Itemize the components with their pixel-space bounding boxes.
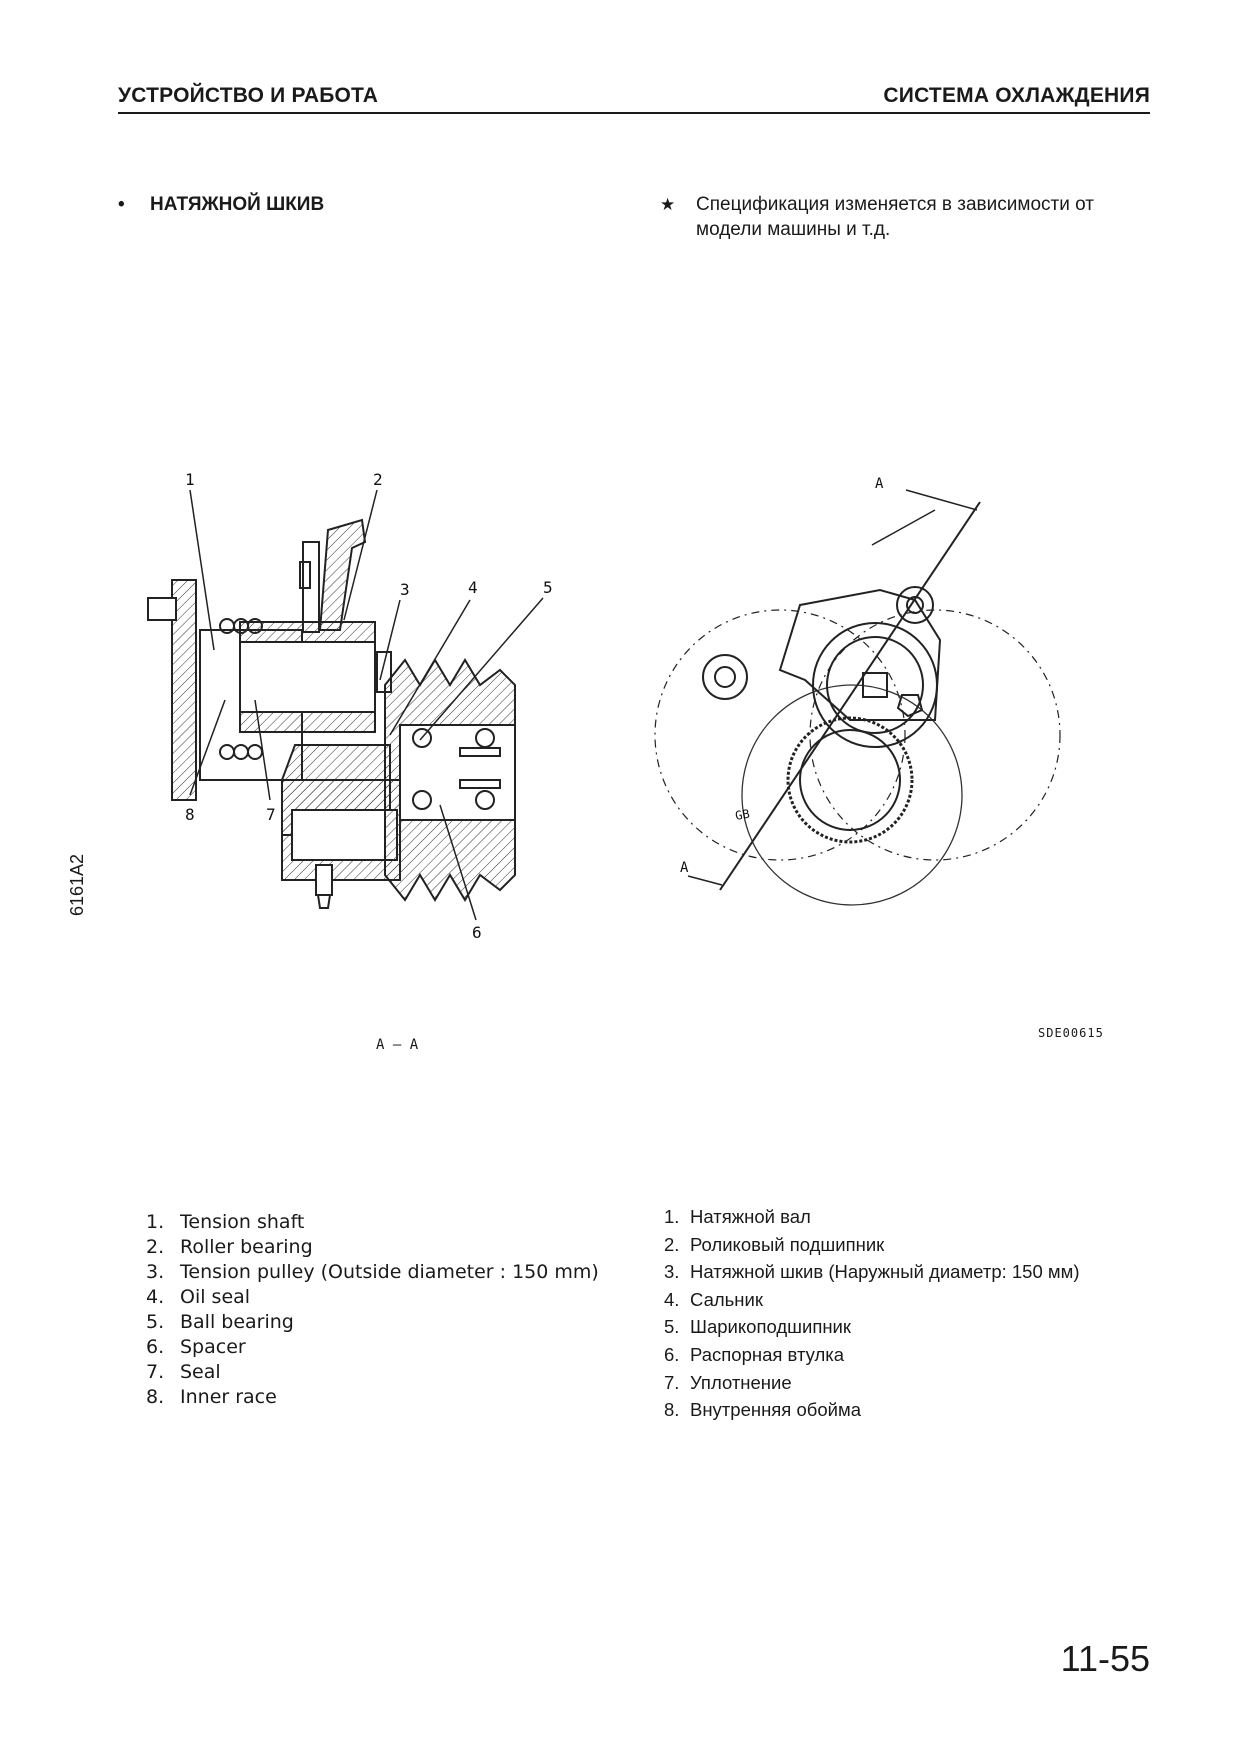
gb-mark: GB [734,807,751,823]
list-item: 8.Inner race [146,1386,277,1408]
callout-labels: 1 2 3 4 5 6 7 8 [185,470,553,942]
section-marker-bottom: A [680,860,689,876]
list-item: 7.Уплотнение [664,1371,792,1393]
list-item: 2.Roller bearing [146,1236,313,1258]
list-item: 4.Oil seal [146,1286,251,1308]
section-title-text: НАТЯЖНОЙ ШКИВ [150,194,325,215]
list-item: 5.Ball bearing [146,1311,294,1333]
drawing-code: SDE00615 [1038,1026,1104,1040]
list-item: 1.Натяжной вал [664,1206,811,1227]
section-marker-top: A [875,476,884,492]
star-icon: ★ [660,195,676,214]
bullet-icon: • [118,194,125,215]
list-item: 6.Spacer [146,1336,246,1358]
page-header: УСТРОЙСТВО И РАБОТА СИСТЕМА ОХЛАЖДЕНИЯ [118,84,1150,114]
callout-2: 2 [373,470,383,489]
callout-6: 6 [472,923,482,942]
callout-7: 7 [266,805,276,824]
spec-note-text: Спецификация изменяется в зависимости от… [696,194,1094,240]
callout-3: 3 [400,580,410,599]
header-chapter-title: УСТРОЙСТВО И РАБОТА [118,84,379,107]
section-heading: • НАТЯЖНОЙ ШКИВ [118,194,324,216]
list-item: 4.Сальник [664,1288,763,1310]
list-item: 2.Роликовый подшипник [664,1233,885,1255]
header-section-title: СИСТЕМА ОХЛАЖДЕНИЯ [883,84,1150,107]
list-item: 3.Натяжной шкив (Наружный диаметр: 150 м… [664,1261,1080,1283]
list-item: 1.Tension shaft [146,1211,305,1233]
callout-4: 4 [468,578,478,597]
front-view [654,489,1061,906]
cross-section-view [147,489,544,921]
callout-8: 8 [185,805,195,824]
tension-pulley-drawing: 1 2 3 4 5 6 7 8 A A GB [147,470,1061,942]
list-item: 3.Tension pulley (Outside diameter : 150… [146,1261,599,1283]
page-number: 11-55 [1060,1638,1150,1679]
callout-5: 5 [543,578,553,597]
list-item: 6.Распорная втулка [664,1343,845,1365]
parts-list-english: 1.Tension shaft 2.Roller bearing 3.Tensi… [146,1210,599,1410]
list-item: 7.Seal [146,1361,221,1383]
list-item: 8.Внутренняя обойма [664,1399,861,1421]
parts-list-russian: 1.Натяжной вал 2.Роликовый подшипник 3.Н… [664,1203,1080,1424]
list-item: 5.Шарикоподшипник [664,1316,851,1338]
section-view-label: A – A [376,1037,419,1053]
spec-note: ★ Спецификация изменяется в зависимости … [660,192,1130,242]
callout-1: 1 [185,470,195,489]
